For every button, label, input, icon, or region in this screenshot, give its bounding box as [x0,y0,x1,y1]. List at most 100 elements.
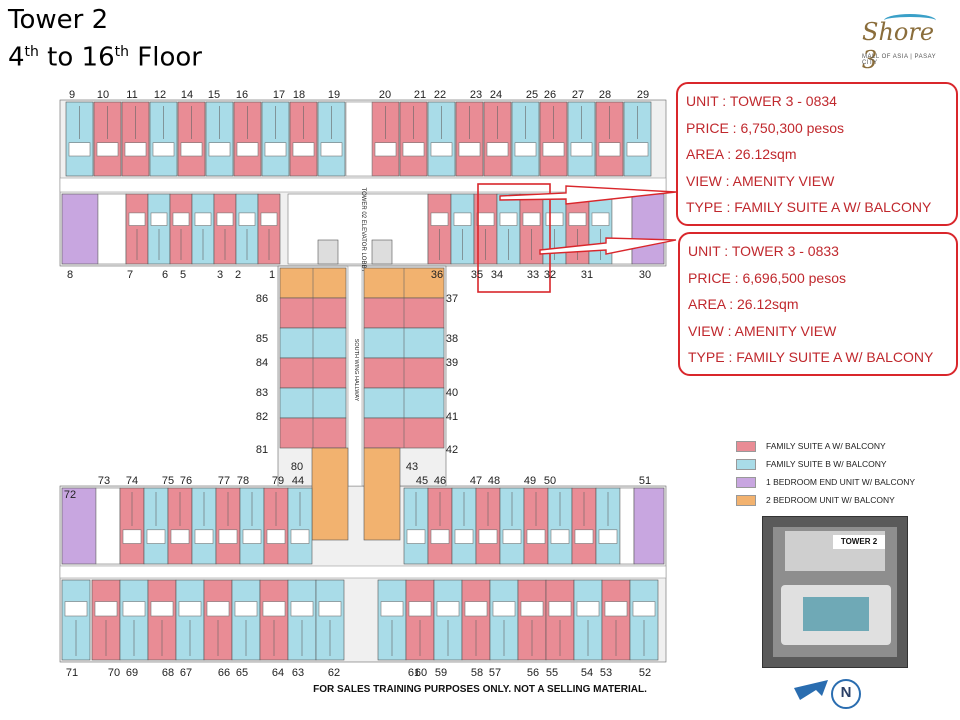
unit-interior [430,212,449,226]
compass-arrow-icon [794,679,861,709]
unit-interior [150,601,174,617]
unit-interior [124,142,147,157]
unit-number: 65 [236,667,248,679]
unit-number: 17 [273,89,285,101]
unit-number: 1 [269,269,275,281]
unit-number: 52 [639,667,651,679]
unit-number: 25 [526,89,538,101]
unit-number: 53 [600,667,612,679]
unit-interior [266,529,286,544]
unit-number: 11 [126,89,137,101]
unit-number: 18 [293,89,305,101]
unit-interior [152,142,175,157]
unit-interior [170,529,190,544]
unit-number: 42 [446,444,458,456]
unit-number: 33 [527,269,539,281]
unit-number: 7 [127,269,133,281]
unit-interior [545,212,564,226]
unit-number: 20 [379,89,391,101]
unit-number: 2 [235,269,241,281]
unit-interior [68,142,91,157]
unit-interior [236,142,259,157]
unit-interior [453,212,472,226]
stair-core [95,487,121,565]
disclaimer-footer: FOR SALES TRAINING PURPOSES ONLY. NOT A … [313,684,647,695]
unit-view: VIEW : AMENITY VIEW [686,172,835,189]
unit-info-box-0833: UNIT : TOWER 3 - 0833 PRICE : 6,696,500 … [678,232,958,376]
unit-number: 10 [97,89,109,101]
corridor-north [59,177,667,193]
unit-number: 84 [256,357,268,369]
unit-view: VIEW : AMENITY VIEW [688,322,837,339]
legend-swatch [736,459,756,471]
unit-area: AREA : 26.12sqm [686,146,797,162]
unit-number: 72 [64,489,76,501]
unit-number: 80 [291,461,303,473]
unit-number: 32 [544,269,556,281]
unit-interior [486,142,509,157]
unit-number: 76 [180,475,192,487]
unit-interior [570,142,593,157]
unit-price: PRICE : 6,750,300 pesos [686,119,844,136]
unit-interior [492,601,516,617]
stair-core [97,193,127,265]
unit-number: 83 [256,387,268,399]
elevator-shaft [371,239,393,265]
unit-number: 30 [639,269,651,281]
unit-interior [430,142,453,157]
unit-cell-end [631,193,665,265]
unit-number: 73 [98,475,110,487]
unit-number: 43 [406,461,418,473]
stair-core [611,193,633,265]
unit-interior [574,529,594,544]
logo-wave-icon [884,14,936,27]
legend-item-family-a: FAMILY SUITE A W/ BALCONY [736,440,886,454]
unit-interior [548,601,572,617]
legend-item-1br-end: 1 BEDROOM END UNIT W/ BALCONY [736,476,915,490]
unit-interior [262,601,286,617]
unit-number: 66 [218,667,230,679]
unit-interior [626,142,649,157]
unit-number: 45 [416,475,428,487]
unit-number: 60 [415,667,427,679]
unit-cell-end [61,193,99,265]
unit-number: 24 [490,89,502,101]
unit-cell-end [61,487,97,565]
unit-interior [318,601,342,617]
elevator-lobby [287,193,429,265]
page-title: Tower 2 4th to 16th Floor [8,4,202,74]
unit-number: 34 [491,269,503,281]
unit-number: 26 [544,89,556,101]
unit-number: 9 [69,89,75,101]
unit-price: PRICE : 6,696,500 pesos [688,269,846,286]
unit-area: AREA : 26.12sqm [688,296,799,312]
unit-interior [526,529,546,544]
unit-number: 39 [446,357,458,369]
unit-interior [234,601,258,617]
unit-interior [436,601,460,617]
unit-interior [514,142,537,157]
unit-interior [178,601,202,617]
unit-number: 61 [408,667,420,679]
unit-interior [292,142,315,157]
unit-number: 23 [470,89,482,101]
unit-number: 36 [431,269,443,281]
unit-interior [64,601,88,617]
legend-swatch [736,495,756,507]
title-line1: Tower 2 [8,5,109,35]
unit-number: 35 [471,269,483,281]
legend-label: 1 BEDROOM END UNIT W/ BALCONY [766,477,916,487]
unit-number: 86 [256,293,268,305]
shaft [345,101,373,177]
unit-interior [194,212,212,226]
unit-number: 49 [524,475,536,487]
unit-interior [542,142,565,157]
unit-number: 29 [637,89,649,101]
unit-number: 78 [237,475,249,487]
unit-interior [576,601,600,617]
unit-interior [598,529,618,544]
unit-interior [520,601,544,617]
unit-number: 14 [181,89,193,101]
title-floor-start: 4 [8,42,25,73]
unit-interior [238,212,256,226]
